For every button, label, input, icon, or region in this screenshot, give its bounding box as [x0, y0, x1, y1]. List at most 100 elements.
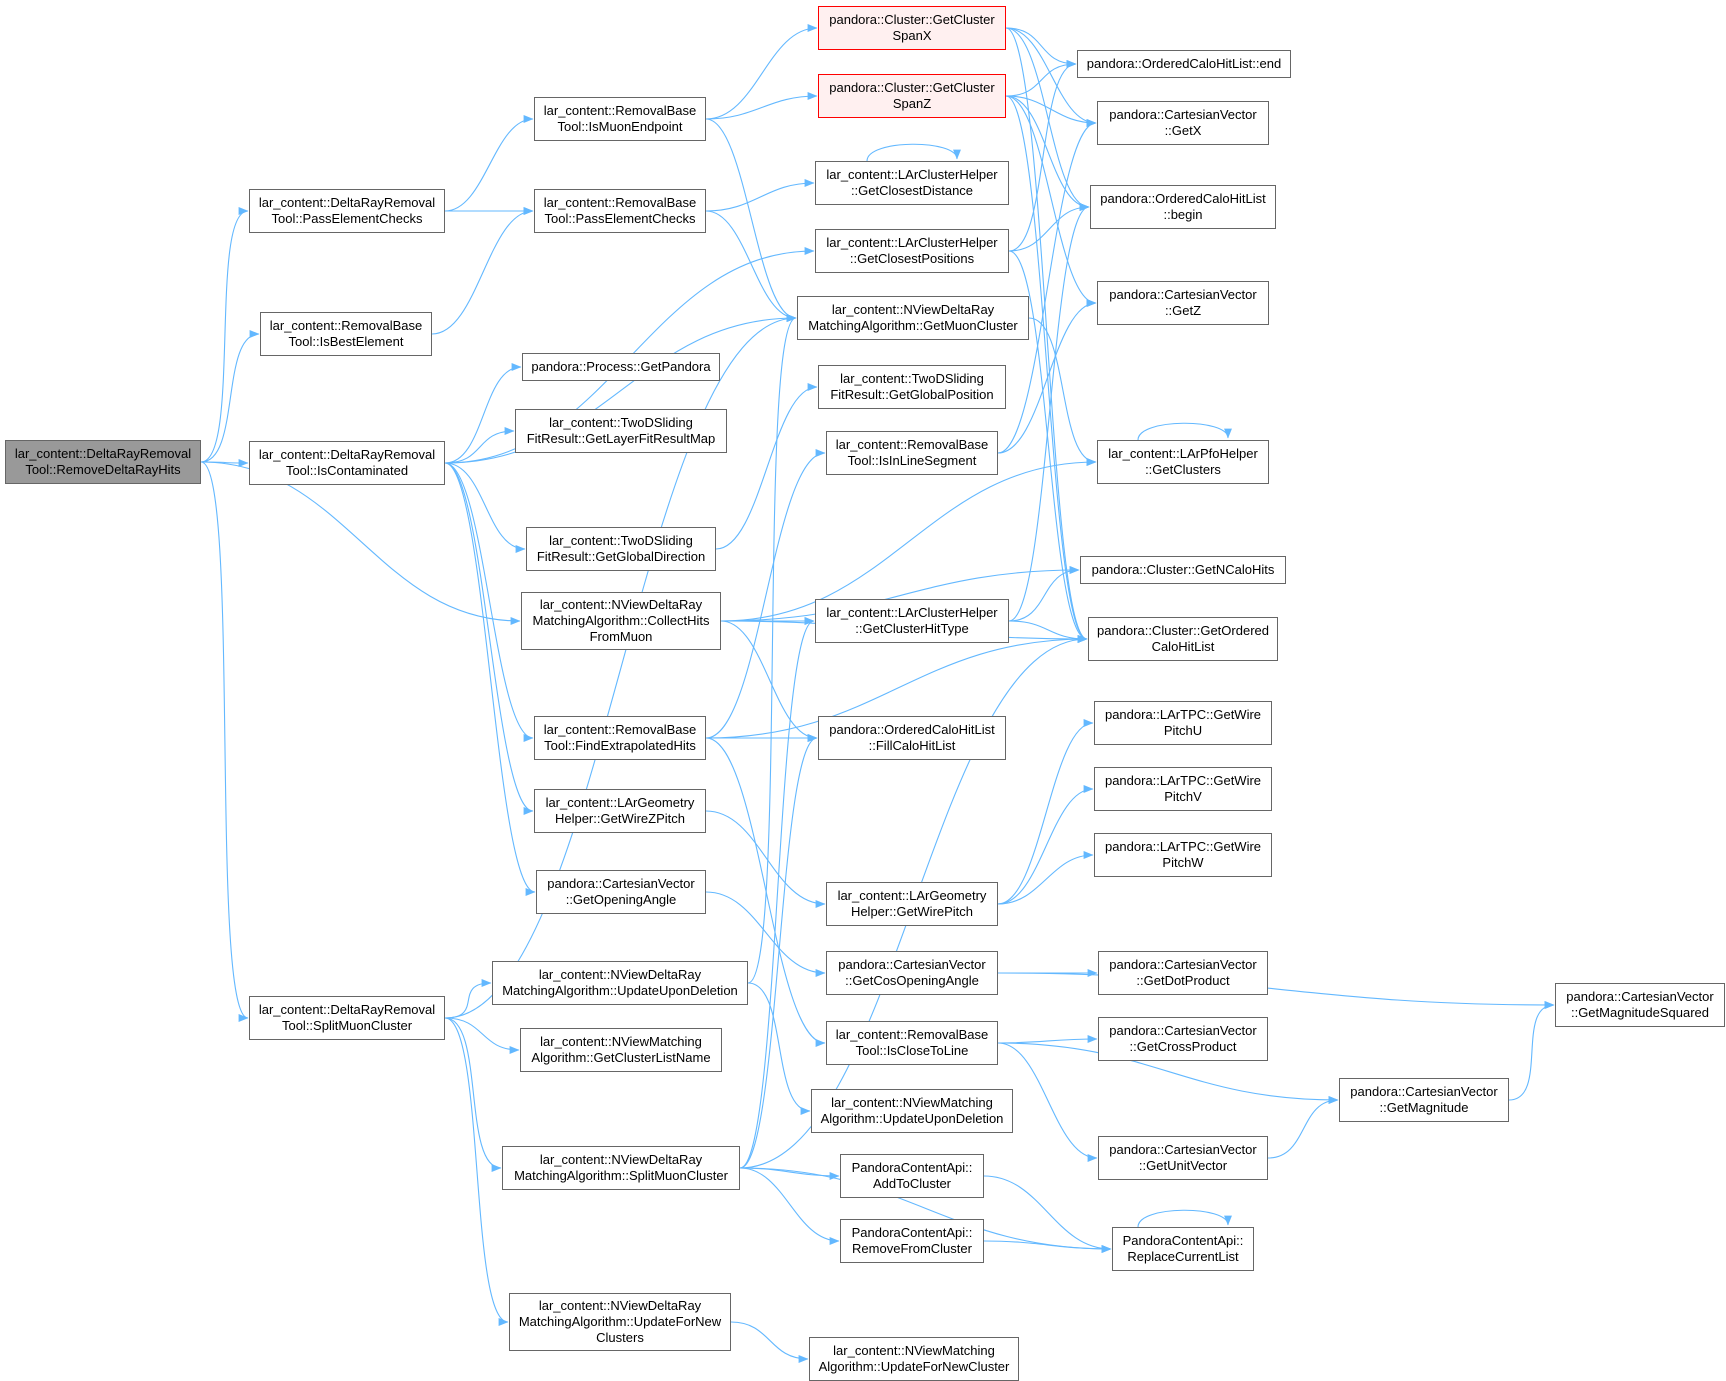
- edge-n19-n40: [1005, 95, 1088, 643]
- edge-n21-n36: [1008, 203, 1090, 252]
- edge-n21-n40: [1008, 250, 1088, 643]
- node-pandora-cluster-getncalohits[interactable]: pandora::Cluster::GetNCaloHits: [1080, 556, 1286, 584]
- edge-n2-n6: [431, 207, 534, 335]
- edge-n16-n26: [739, 734, 818, 1169]
- edge-n48-n48: [1137, 1209, 1232, 1228]
- edge-n19-n36: [1005, 95, 1090, 211]
- node-pandora-cartesianvector-getdotproduct[interactable]: pandora::CartesianVector ::GetDotProduct: [1098, 951, 1268, 995]
- node-lar-content-larclusterhelper-getclosestpositions[interactable]: lar_content::LArClusterHelper ::GetClose…: [815, 229, 1009, 273]
- edge-n18-n40: [1005, 27, 1088, 643]
- node-lar-content-nviewdeltaraymatchingalgorithm-getmuoncluster[interactable]: lar_content::NViewDeltaRay MatchingAlgor…: [797, 296, 1029, 340]
- edge-n11-n24: [705, 449, 826, 739]
- edge-n31-n48: [983, 1175, 1112, 1253]
- edge-n3-n8: [444, 427, 515, 464]
- edge-n3-n7: [444, 363, 522, 464]
- edge-n14-n30: [747, 982, 811, 1115]
- edge-n19-n37: [1005, 95, 1097, 307]
- edge-n21-n34: [1008, 60, 1077, 252]
- edge-n29-n47: [997, 1042, 1098, 1162]
- node-pandora-orderedcalohitlist-fillcalohitlist[interactable]: pandora::OrderedCaloHitList ::FillCaloHi…: [818, 716, 1006, 760]
- edge-n16-n25: [739, 617, 815, 1169]
- node-pandoracontentapi-addtocluster[interactable]: PandoraContentApi:: AddToCluster: [840, 1154, 984, 1198]
- edge-n4-n14: [444, 979, 492, 1019]
- node-lar-content-deltarayremovaltool-removedeltarayhits[interactable]: lar_content::DeltaRayRemoval Tool::Remov…: [5, 440, 201, 484]
- edge-n29-n46: [997, 1042, 1339, 1104]
- edge-n16-n32: [739, 1167, 840, 1245]
- edge-n17-n33: [730, 1321, 809, 1363]
- node-pandora-lartpc-getwirepitchu[interactable]: pandora::LArTPC::GetWire PitchU: [1094, 701, 1272, 745]
- node-pandora-orderedcalohitlist-begin[interactable]: pandora::OrderedCaloHitList ::begin: [1090, 185, 1276, 229]
- node-pandora-orderedcalohitlist-end[interactable]: pandora::OrderedCaloHitList::end: [1077, 50, 1291, 78]
- node-pandoracontentapi-removefromcluster[interactable]: PandoraContentApi:: RemoveFromCluster: [840, 1219, 984, 1263]
- edge-n10-n26: [720, 620, 818, 742]
- edge-n46-n49: [1508, 1001, 1555, 1101]
- node-pandora-cartesianvector-getx[interactable]: pandora::CartesianVector ::GetX: [1097, 101, 1269, 145]
- edge-n47-n46: [1267, 1096, 1339, 1159]
- node-lar-content-nviewdeltaraymatchingalgorithm-splitmuoncluster[interactable]: lar_content::NViewDeltaRay MatchingAlgor…: [502, 1146, 740, 1190]
- edge-n13-n28: [705, 891, 826, 977]
- node-lar-content-nviewdeltaraymatchingalgorithm-collecthitsfrommuon[interactable]: lar_content::NViewDeltaRay MatchingAlgor…: [521, 592, 721, 650]
- node-lar-content-deltarayremovaltool-splitmuoncluster[interactable]: lar_content::DeltaRayRemoval Tool::Split…: [249, 996, 445, 1040]
- edge-n4-n15: [444, 1017, 520, 1054]
- edge-n5-n22: [705, 118, 797, 322]
- edge-n25-n40: [1008, 620, 1088, 643]
- node-lar-content-removalbasetool-isbestelement[interactable]: lar_content::RemovalBase Tool::IsBestEle…: [260, 312, 432, 356]
- node-lar-content-removalbasetool-ismuonendpoint[interactable]: lar_content::RemovalBase Tool::IsMuonEnd…: [534, 97, 706, 141]
- node-pandora-cartesianvector-getcosopeningangle[interactable]: pandora::CartesianVector ::GetCosOpening…: [826, 951, 998, 995]
- edge-n3-n13: [444, 462, 536, 896]
- node-lar-content-nviewdeltaraymatchingalgorithm-updatefornewclusters[interactable]: lar_content::NViewDeltaRay MatchingAlgor…: [509, 1293, 731, 1351]
- node-lar-content-deltarayremovaltool-passelementchecks[interactable]: lar_content::DeltaRayRemoval Tool::PassE…: [249, 189, 445, 233]
- edge-n18-n35: [1005, 27, 1097, 127]
- edge-n38-n38: [1137, 422, 1232, 441]
- edge-n19-n34: [1005, 60, 1077, 97]
- node-lar-content-removalbasetool-isclosetoline[interactable]: lar_content::RemovalBase Tool::IsCloseTo…: [826, 1021, 998, 1065]
- node-lar-content-deltarayremovaltool-iscontaminated[interactable]: lar_content::DeltaRayRemoval Tool::IsCon…: [249, 441, 445, 485]
- node-lar-content-removalbasetool-passelementchecks[interactable]: lar_content::RemovalBase Tool::PassEleme…: [534, 189, 706, 233]
- node-pandora-cartesianvector-getunitvector[interactable]: pandora::CartesianVector ::GetUnitVector: [1098, 1136, 1268, 1180]
- edge-n0-n1: [200, 207, 249, 463]
- node-lar-content-removalbasetool-findextrapolatedhits[interactable]: lar_content::RemovalBase Tool::FindExtra…: [534, 716, 706, 760]
- edge-n0-n2: [200, 330, 260, 463]
- node-lar-content-larclusterhelper-getclusterhittype[interactable]: lar_content::LArClusterHelper ::GetClust…: [815, 599, 1009, 643]
- edge-n25-n36: [1008, 203, 1090, 622]
- edge-n10-n39: [720, 566, 1080, 622]
- node-pandora-cartesianvector-getopeningangle[interactable]: pandora::CartesianVector ::GetOpeningAng…: [536, 870, 706, 914]
- edge-n4-n17: [444, 1017, 509, 1326]
- node-lar-content-nviewmatchingalgorithm-updateupondeletion[interactable]: lar_content::NViewMatching Algorithm::Up…: [811, 1089, 1013, 1133]
- node-lar-content-twodslidingfitresult-getlayerfitresultmap[interactable]: lar_content::TwoDSliding FitResult::GetL…: [515, 409, 727, 453]
- node-pandora-process-getpandora[interactable]: pandora::Process::GetPandora: [522, 353, 720, 381]
- node-pandora-cartesianvector-getz[interactable]: pandora::CartesianVector ::GetZ: [1097, 281, 1269, 325]
- node-lar-content-twodslidingfitresult-getglobalposition[interactable]: lar_content::TwoDSliding FitResult::GetG…: [818, 365, 1006, 409]
- edge-n20-n20: [866, 143, 961, 162]
- node-pandora-cartesianvector-getmagnitudesquared[interactable]: pandora::CartesianVector ::GetMagnitudeS…: [1555, 983, 1725, 1027]
- node-pandora-cartesianvector-getcrossproduct[interactable]: pandora::CartesianVector ::GetCrossProdu…: [1098, 1017, 1268, 1061]
- node-lar-content-nviewmatchingalgorithm-getclusterlistname[interactable]: lar_content::NViewMatching Algorithm::Ge…: [520, 1028, 722, 1072]
- edge-n28-n49: [997, 972, 1555, 1009]
- edge-n4-n16: [444, 1017, 502, 1172]
- edge-n14-n22: [747, 314, 797, 984]
- node-lar-content-nviewmatchingalgorithm-updatefornewcluster[interactable]: lar_content::NViewMatching Algorithm::Up…: [809, 1337, 1019, 1381]
- node-pandoracontentapi-replacecurrentlist[interactable]: PandoraContentApi:: ReplaceCurrentList: [1112, 1227, 1254, 1271]
- edge-n25-n39: [1008, 566, 1080, 622]
- edge-n24-n37: [997, 299, 1097, 454]
- node-pandora-lartpc-getwirepitchv[interactable]: pandora::LArTPC::GetWire PitchV: [1094, 767, 1272, 811]
- edge-n5-n19: [705, 92, 818, 120]
- edge-n0-n4: [200, 461, 249, 1022]
- edge-n27-n42: [997, 785, 1094, 905]
- node-lar-content-twodslidingfitresult-getglobaldirection[interactable]: lar_content::TwoDSliding FitResult::GetG…: [526, 527, 716, 571]
- node-pandora-cluster-getclusterspanx[interactable]: pandora::Cluster::GetCluster SpanX: [818, 6, 1006, 50]
- node-pandora-cluster-getorderedcalohitlist[interactable]: pandora::Cluster::GetOrdered CaloHitList: [1088, 617, 1278, 661]
- node-lar-content-nviewdeltaraymatchingalgorithm-updateupondeletion[interactable]: lar_content::NViewDeltaRay MatchingAlgor…: [492, 961, 748, 1005]
- node-pandora-lartpc-getwirepitchw[interactable]: pandora::LArTPC::GetWire PitchW: [1094, 833, 1272, 877]
- edge-n27-n41: [997, 719, 1094, 905]
- edge-n32-n48: [983, 1240, 1112, 1253]
- node-pandora-cartesianvector-getmagnitude[interactable]: pandora::CartesianVector ::GetMagnitude: [1339, 1078, 1509, 1122]
- node-lar-content-largeometryhelper-getwirepitch[interactable]: lar_content::LArGeometry Helper::GetWire…: [826, 882, 998, 926]
- node-lar-content-largeometryhelper-getwirezpitch[interactable]: lar_content::LArGeometry Helper::GetWire…: [534, 789, 706, 833]
- node-pandora-cluster-getclusterspanz[interactable]: pandora::Cluster::GetCluster SpanZ: [818, 74, 1006, 118]
- node-lar-content-larpfohelper-getclusters[interactable]: lar_content::LArPfoHelper ::GetClusters: [1097, 440, 1269, 484]
- edge-n9-n23: [715, 383, 818, 550]
- node-lar-content-removalbasetool-isinlinesegment[interactable]: lar_content::RemovalBase Tool::IsInLineS…: [826, 431, 998, 475]
- node-lar-content-larclusterhelper-getclosestdistance[interactable]: lar_content::LArClusterHelper ::GetClose…: [815, 161, 1009, 205]
